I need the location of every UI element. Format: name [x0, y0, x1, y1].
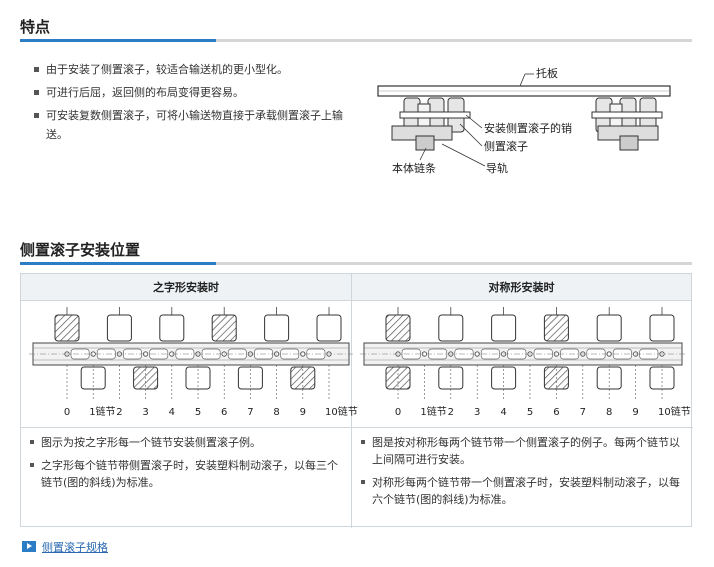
position-title-rule	[20, 262, 692, 265]
scale-label: 3	[142, 407, 148, 418]
scale-label: 2	[448, 407, 454, 418]
side-roller-top	[649, 314, 675, 342]
chain-pin	[90, 351, 96, 357]
note-text: 图示为按之字形每一个链节安装侧置滚子例。	[41, 436, 261, 449]
side-roller-top	[159, 314, 185, 342]
features-title: 特点	[20, 18, 51, 36]
side-roller-top	[385, 314, 411, 342]
scale-label: 2	[116, 407, 122, 418]
note-item: 图示为按之字形每一个链节安装侧置滚子例。	[29, 434, 345, 451]
chain-pin	[421, 351, 428, 357]
scale-label: 4	[169, 407, 175, 418]
carrier-label: 托板	[536, 66, 558, 80]
side-roller-top	[596, 314, 622, 342]
scale-label: 8	[273, 407, 279, 418]
side-roller-top	[106, 314, 132, 342]
chain-pin	[553, 351, 559, 357]
bullet-square-icon	[361, 440, 365, 444]
scale-label: 1链节	[420, 405, 446, 418]
side-roller-label: 侧置滚子	[484, 139, 528, 153]
note-item: 图是按对称形每两个链节带一个侧置滚子的例子。每两个链节以上间隔可进行安装。	[360, 434, 686, 468]
scale-label: 7	[580, 407, 586, 418]
zigzag-header: 之字形安装时	[21, 274, 351, 301]
bullet-square-icon	[34, 90, 39, 95]
feature-item: 由于安装了侧置滚子，较适合输送机的更小型化。	[32, 60, 352, 79]
scale-label: 6	[553, 407, 559, 418]
zigzag-notes: 图示为按之字形每一个链节安装侧置滚子例。 之字形每个链节带侧置滚子时，安装塑料制…	[29, 434, 345, 497]
bullet-square-icon	[34, 67, 39, 72]
feature-item: 可进行后屈，返回侧的布局变得更容易。	[32, 83, 352, 102]
scale-label: 10链节	[658, 405, 691, 418]
column-divider	[351, 274, 352, 528]
features-title-rule	[20, 39, 692, 42]
pin-label: 安装侧置滚子的销	[484, 121, 572, 135]
side-roller-top	[54, 314, 80, 342]
left-roller-assembly	[391, 97, 471, 151]
bullet-square-icon	[30, 440, 34, 444]
feature-item-text: 可安装复数侧置滚子，可将小输送物直接于承载侧置滚子上输送。	[46, 109, 343, 141]
side-roller-top	[316, 314, 342, 342]
scale-label: 8	[606, 407, 612, 418]
note-text: 图是按对称形每两个链节带一个侧置滚子的例子。每两个链节以上间隔可进行安装。	[372, 436, 680, 466]
feature-item-text: 由于安装了侧置滚子，较适合输送机的更小型化。	[46, 63, 288, 76]
feature-item-text: 可进行后屈，返回侧的布局变得更容易。	[46, 86, 244, 99]
spec-link-label: 侧置滚子规格	[42, 541, 108, 554]
side-roller-top	[491, 314, 517, 342]
side-roller-top	[543, 314, 569, 342]
guide-label: 导轨	[486, 161, 508, 175]
note-item: 之字形每个链节带侧置滚子时，安装塑料制动滚子，以每三个链节(图的斜线)为标准。	[29, 457, 345, 491]
side-roller-structure-diagram: 托板 安装侧置滚子的销 侧置滚子 本体链条 导轨	[377, 66, 671, 175]
scale-label: 5	[195, 407, 201, 418]
position-title: 侧置滚子安装位置	[20, 241, 141, 259]
symmetric-notes: 图是按对称形每两个链节带一个侧置滚子的例子。每两个链节以上间隔可进行安装。 对称…	[360, 434, 686, 514]
side-roller-top	[211, 314, 237, 342]
arrow-right-icon	[22, 541, 36, 552]
chain-label: 本体链条	[392, 161, 436, 175]
bullet-square-icon	[361, 480, 365, 484]
symmetric-header: 对称形安装时	[352, 274, 691, 301]
scale-label: 5	[527, 407, 533, 418]
right-roller-assembly	[591, 97, 663, 151]
note-text: 对称形每两个链节带一个侧置滚子时，安装塑料制动滚子，以每六个链节(图的斜线)为标…	[372, 476, 680, 506]
scale-label: 0	[395, 407, 401, 418]
scale-label: 4	[500, 407, 506, 418]
scale-label: 7	[247, 407, 253, 418]
bullet-square-icon	[30, 463, 34, 467]
row-divider	[21, 427, 693, 428]
side-roller-top	[438, 314, 464, 342]
scale-label: 6	[221, 407, 227, 418]
scale-label: 0	[64, 407, 70, 418]
scale-label: 1链节	[89, 405, 115, 418]
side-roller-top	[264, 314, 290, 342]
scale-label: 10链节	[325, 405, 358, 418]
bullet-square-icon	[34, 113, 39, 118]
side-roller-spec-link[interactable]: 侧置滚子规格	[22, 539, 108, 555]
note-item: 对称形每两个链节带一个侧置滚子时，安装塑料制动滚子，以每六个链节(图的斜线)为标…	[360, 474, 686, 508]
scale-label: 9	[632, 407, 638, 418]
scale-label: 3	[474, 407, 480, 418]
feature-item: 可安装复数侧置滚子，可将小输送物直接于承载侧置滚子上输送。	[32, 106, 352, 144]
features-list: 由于安装了侧置滚子，较适合输送机的更小型化。 可进行后屈，返回侧的布局变得更容易…	[32, 60, 352, 148]
note-text: 之字形每个链节带侧置滚子时，安装塑料制动滚子，以每三个链节(图的斜线)为标准。	[41, 459, 338, 489]
scale-label: 9	[300, 407, 306, 418]
